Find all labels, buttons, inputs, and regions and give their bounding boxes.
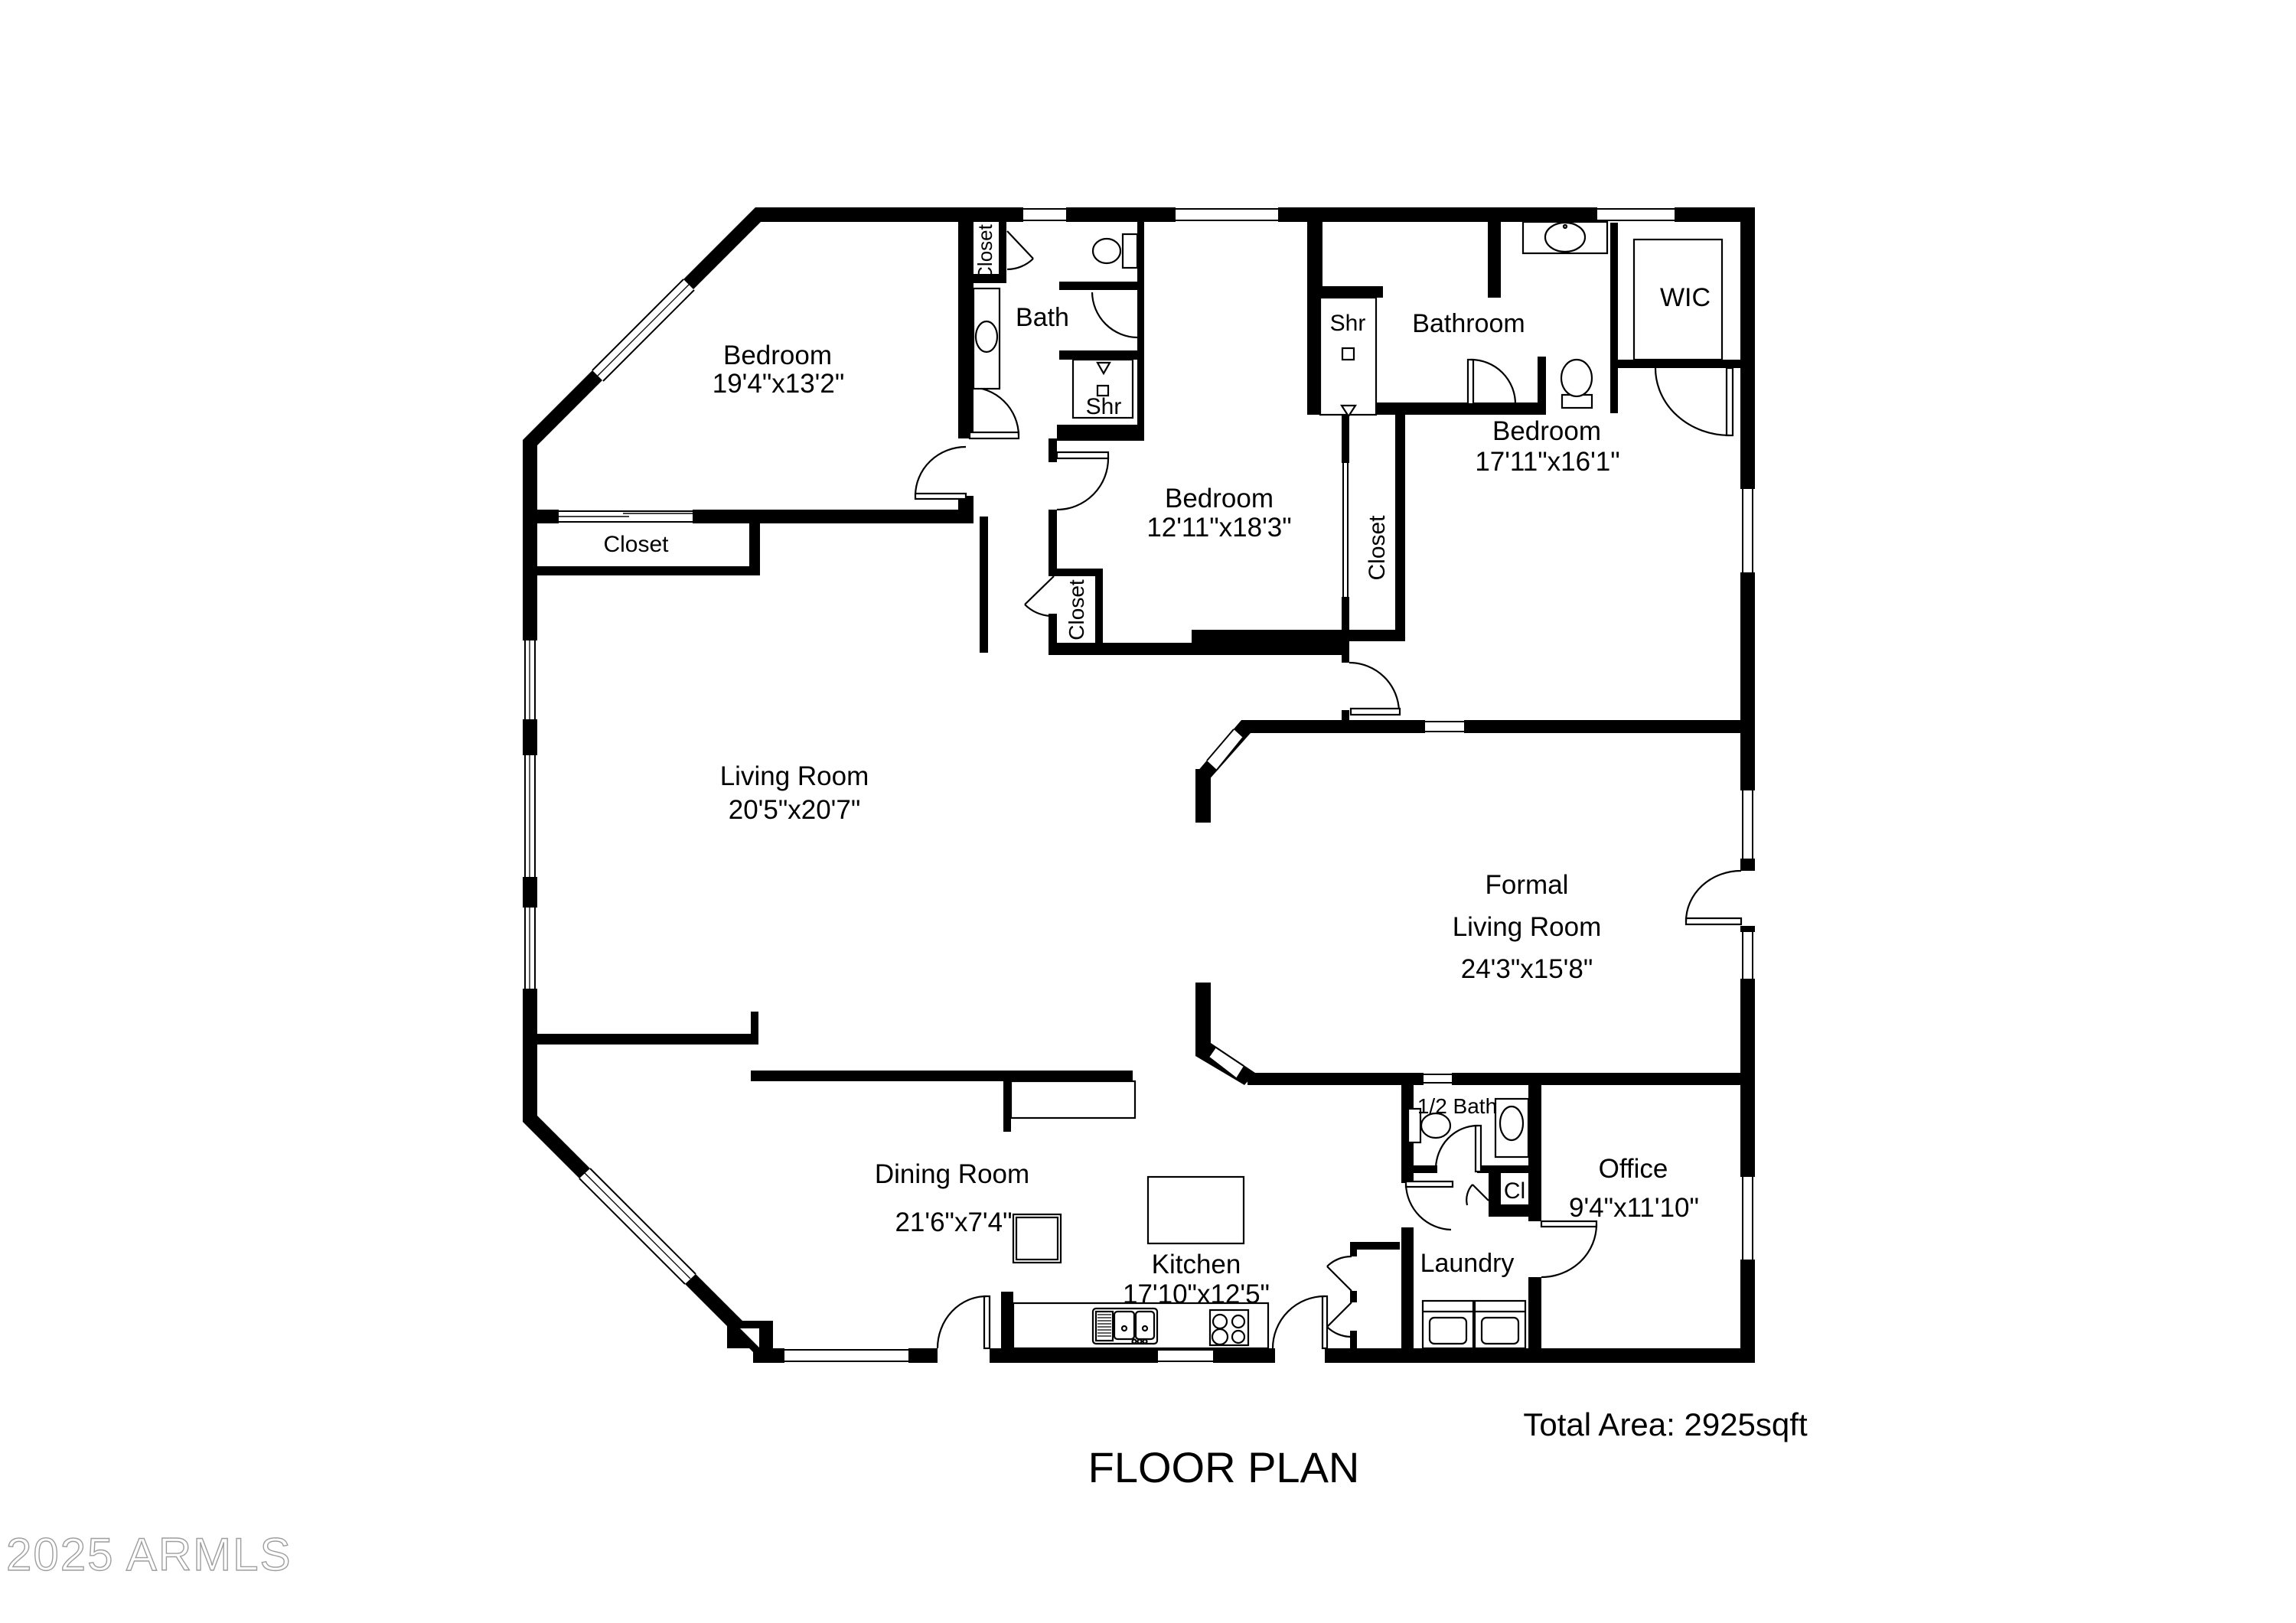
svg-text:Cl: Cl [1504,1178,1525,1204]
svg-text:Closet: Closet [974,223,996,280]
svg-text:Dining Room: Dining Room [875,1159,1029,1189]
svg-text:Shr: Shr [1086,394,1122,419]
svg-text:9'4"x11'10": 9'4"x11'10" [1569,1193,1699,1223]
svg-text:Living Room: Living Room [1453,912,1602,942]
svg-text:Closet: Closet [1365,515,1390,581]
svg-text:12'11"x18'3": 12'11"x18'3" [1146,513,1291,543]
svg-text:19'4"x13'2": 19'4"x13'2" [713,369,845,399]
svg-text:WIC: WIC [1660,283,1711,312]
svg-text:Bedroom: Bedroom [1492,416,1601,446]
svg-text:Bedroom: Bedroom [723,341,832,370]
svg-text:1/2 Bath: 1/2 Bath [1417,1094,1497,1118]
svg-text:Office: Office [1599,1154,1668,1184]
svg-text:2025 ARMLS: 2025 ARMLS [6,1529,292,1580]
svg-text:Total Area: 2925sqft: Total Area: 2925sqft [1523,1406,1808,1442]
svg-text:Living Room: Living Room [720,761,869,791]
svg-text:17'10"x12'5": 17'10"x12'5" [1123,1279,1270,1309]
svg-text:FLOOR PLAN: FLOOR PLAN [1088,1443,1360,1491]
svg-text:Bath: Bath [1016,303,1069,332]
svg-text:Closet: Closet [603,532,669,557]
svg-text:Closet: Closet [1065,579,1088,640]
svg-text:Kitchen: Kitchen [1152,1250,1241,1279]
svg-text:Shr: Shr [1330,311,1366,336]
svg-text:Laundry: Laundry [1420,1249,1515,1278]
svg-text:Bathroom: Bathroom [1412,309,1525,338]
svg-text:24'3"x15'8": 24'3"x15'8" [1461,954,1593,984]
svg-text:17'11"x16'1": 17'11"x16'1" [1475,447,1619,477]
svg-text:21'6"x7'4": 21'6"x7'4" [895,1207,1012,1237]
svg-text:Bedroom: Bedroom [1165,484,1274,513]
svg-text:20'5"x20'7": 20'5"x20'7" [729,795,861,825]
svg-text:Formal: Formal [1486,870,1569,900]
